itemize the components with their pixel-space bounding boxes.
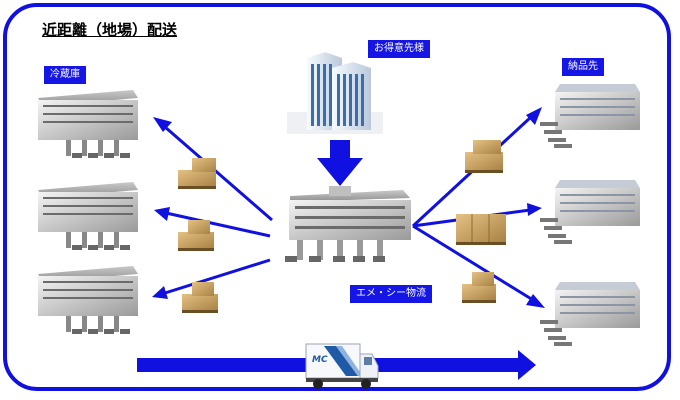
- truck-logo: MC: [312, 355, 328, 365]
- cargo-boxes: [465, 140, 503, 173]
- cargo-boxes: [462, 272, 496, 303]
- delivery-warehouse: [540, 84, 640, 148]
- page-title: 近距離（地場）配送: [42, 21, 178, 39]
- cold-storage-warehouse: [38, 266, 138, 334]
- cargo-boxes: [182, 282, 218, 313]
- rounded-frame: [3, 3, 671, 391]
- cold-storage-warehouse: [38, 182, 138, 250]
- delivery-truck-icon: MC: [305, 343, 379, 389]
- hub-logistics-center: [285, 186, 411, 262]
- delivery-destination-label: 納品先: [562, 58, 604, 76]
- cargo-boxes: [456, 214, 506, 245]
- delivery-warehouse: [540, 282, 640, 346]
- down-arrow-icon: [317, 140, 363, 186]
- delivery-warehouse: [540, 180, 640, 244]
- customer-office-building: [287, 52, 383, 134]
- cold-storage-label: 冷蔵庫: [44, 66, 86, 84]
- customer-label: お得意先様: [368, 40, 430, 58]
- hub-label: エメ・シー物流: [350, 285, 432, 303]
- cargo-boxes: [178, 158, 216, 189]
- cargo-boxes: [178, 220, 214, 251]
- cold-storage-warehouse: [38, 90, 138, 158]
